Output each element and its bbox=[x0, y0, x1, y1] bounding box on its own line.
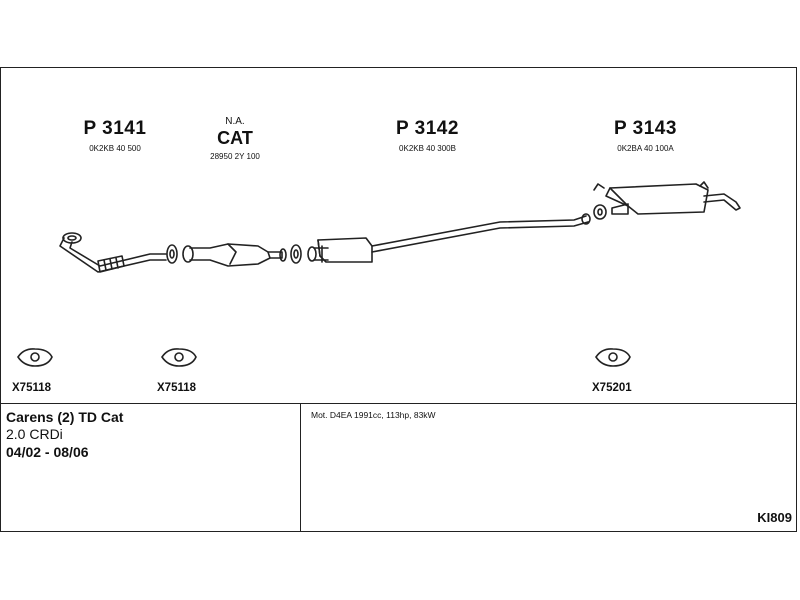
vehicle-model: Carens (2) TD Cat bbox=[6, 409, 124, 425]
gasket-2-drawing bbox=[290, 244, 302, 264]
front-pipe-drawing bbox=[59, 232, 167, 273]
part-ref: 0K2KB 40 300B bbox=[399, 144, 456, 153]
part-label-rear-silencer: P 3143 0K2BA 40 100A bbox=[598, 118, 693, 153]
vehicle-engine: 2.0 CRDi bbox=[6, 426, 63, 442]
part-ref: 0K2BA 40 100A bbox=[617, 144, 674, 153]
motor-info: Mot. D4EA 1991cc, 113hp, 83kW bbox=[311, 410, 436, 420]
middle-silencer-drawing bbox=[307, 213, 591, 263]
part-ref: 0K2KB 40 500 bbox=[89, 144, 141, 153]
gasket-x75118-b-icon bbox=[161, 348, 197, 367]
divider-horizontal bbox=[0, 403, 797, 404]
catalyst-ref: 28950 2Y 100 bbox=[210, 152, 260, 161]
rear-silencer-drawing bbox=[593, 181, 741, 215]
gasket-x75118-a-icon bbox=[17, 348, 53, 367]
kit-code: KI809 bbox=[757, 510, 792, 525]
part-label-front-pipe: P 3141 0K2KB 40 500 bbox=[70, 118, 160, 153]
gasket-label: X75201 bbox=[592, 382, 632, 394]
catalyst-name: CAT bbox=[217, 128, 253, 148]
catalyst-availability: N.A. bbox=[225, 116, 245, 127]
part-label-catalyst: N.A. CAT 28950 2Y 100 bbox=[195, 116, 275, 161]
catalyst-drawing bbox=[182, 243, 287, 267]
part-code: P 3141 bbox=[83, 118, 147, 139]
gasket-3-drawing bbox=[593, 204, 607, 220]
gasket-x75201-icon bbox=[595, 348, 631, 367]
part-code: P 3142 bbox=[396, 118, 459, 139]
part-code: P 3143 bbox=[614, 118, 677, 139]
diagram-frame bbox=[0, 67, 797, 532]
gasket-1-drawing bbox=[166, 244, 178, 264]
divider-vertical bbox=[300, 403, 301, 532]
gasket-label: X75118 bbox=[157, 382, 197, 394]
part-label-middle-silencer: P 3142 0K2KB 40 300B bbox=[380, 118, 475, 153]
gasket-label: X75118 bbox=[12, 382, 52, 394]
vehicle-years: 04/02 - 08/06 bbox=[6, 444, 89, 460]
vehicle-info: Carens (2) TD Cat 2.0 CRDi 04/02 - 08/06 bbox=[6, 409, 123, 460]
